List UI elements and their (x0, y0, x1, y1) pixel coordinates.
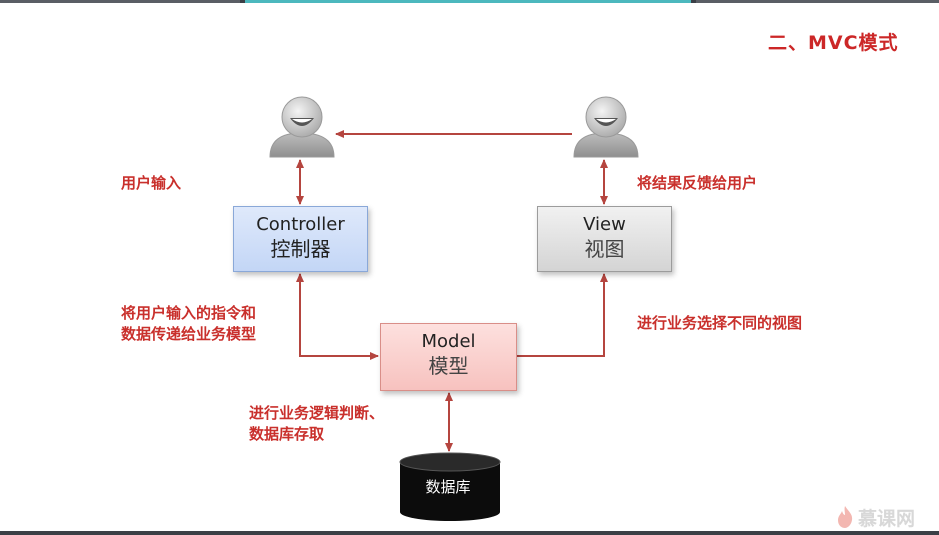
label-pass-instruction-line2: 数据传递给业务模型 (121, 325, 257, 343)
brand-text: 慕课网 (858, 507, 916, 530)
bottom-bar (0, 531, 939, 535)
user-icon-left (269, 96, 335, 158)
controller-en-label: Controller (256, 214, 345, 235)
top-bar-segment-right (696, 0, 939, 3)
database-cylinder (399, 452, 501, 521)
label-feedback-to-user: 将结果反馈给用户 (637, 174, 758, 192)
label-business-logic-line2: 数据库存取 (249, 425, 325, 443)
label-pass-instruction-line1: 将用户输入的指令和 (121, 304, 257, 322)
model-zh-label: 模型 (428, 354, 469, 378)
top-bar-segment-left (0, 0, 240, 3)
flame-logo-icon (838, 506, 853, 528)
top-bar-progress (245, 0, 691, 3)
controller-zh-label: 控制器 (270, 237, 331, 261)
arrow-controller-model (296, 273, 379, 360)
label-user-input: 用户输入 (121, 174, 182, 192)
label-business-logic-line1: 进行业务逻辑判断、 (249, 404, 385, 422)
slide-title: 二、MVC模式 (768, 32, 899, 54)
controller-box: Controller 控制器 (233, 206, 368, 272)
model-en-label: Model (421, 331, 476, 352)
arrow-model-view (517, 273, 608, 357)
label-select-view: 进行业务选择不同的视图 (637, 314, 803, 332)
database-label: 数据库 (425, 478, 471, 496)
view-zh-label: 视图 (584, 237, 625, 261)
view-box: View 视图 (537, 206, 672, 272)
model-box: Model 模型 (380, 323, 517, 391)
top-bar (0, 0, 939, 3)
user-icon-right (573, 96, 639, 158)
view-en-label: View (583, 214, 626, 235)
brand-watermark: 慕课网 (836, 503, 915, 531)
